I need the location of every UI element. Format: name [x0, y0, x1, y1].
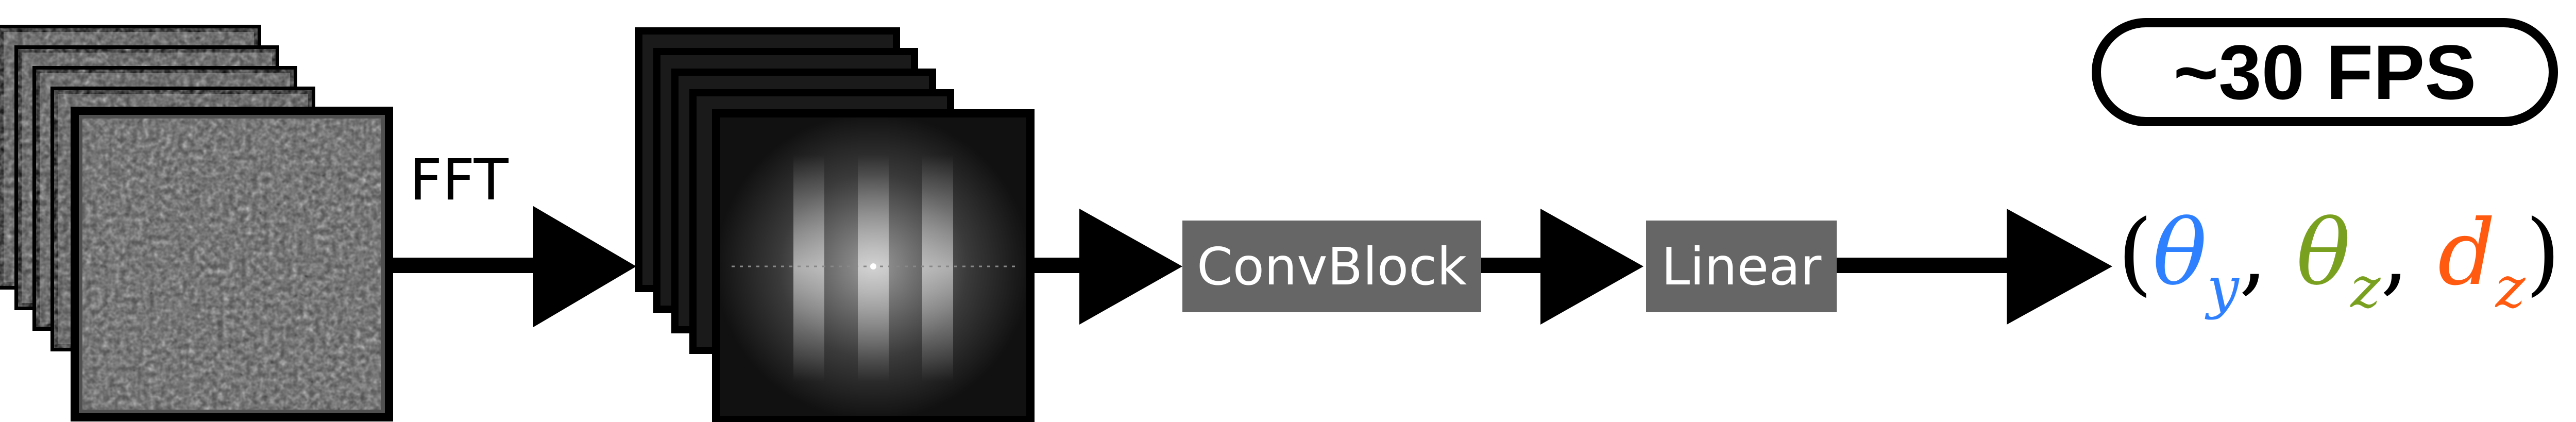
fft-arrow: [389, 206, 636, 327]
d-z-symbol: d: [2437, 201, 2496, 306]
theta-y-symbol: θ: [2153, 201, 2207, 306]
convblock-box: [1182, 221, 1481, 312]
linear-label: Linear: [1661, 236, 1822, 297]
fps-badge: ~30 FPS: [2092, 18, 2558, 126]
theta-z-symbol: θ: [2296, 201, 2351, 306]
fft-spectrum-stack: [635, 27, 1035, 422]
convblock-label: ConvBlock: [1196, 236, 1467, 297]
separator-2: ,: [2380, 201, 2410, 306]
theta-y: θy: [2153, 201, 2239, 320]
input-image-stack: [0, 25, 393, 421]
theta-y-subscript: y: [2207, 255, 2239, 320]
speckle-image-stack-icon: [0, 25, 393, 421]
d-z-subscript: z: [2495, 255, 2526, 320]
separator-1: ,: [2239, 201, 2268, 306]
open-paren: (: [2117, 201, 2153, 306]
output-tuple: (θy, θz, dz): [2117, 201, 2561, 320]
arrow-to-convblock: [1030, 209, 1182, 325]
fft-label: FFT: [410, 147, 509, 213]
linear-box: [1646, 221, 1837, 312]
arrow-to-linear: [1481, 209, 1643, 325]
theta-z-subscript: z: [2350, 255, 2381, 320]
theta-z: θz: [2296, 201, 2380, 320]
close-paren: ): [2525, 201, 2561, 306]
arrow-to-output: [1837, 209, 2112, 325]
d-z: dz: [2437, 201, 2526, 320]
fft-spectrum-stack-icon: [635, 27, 1035, 422]
